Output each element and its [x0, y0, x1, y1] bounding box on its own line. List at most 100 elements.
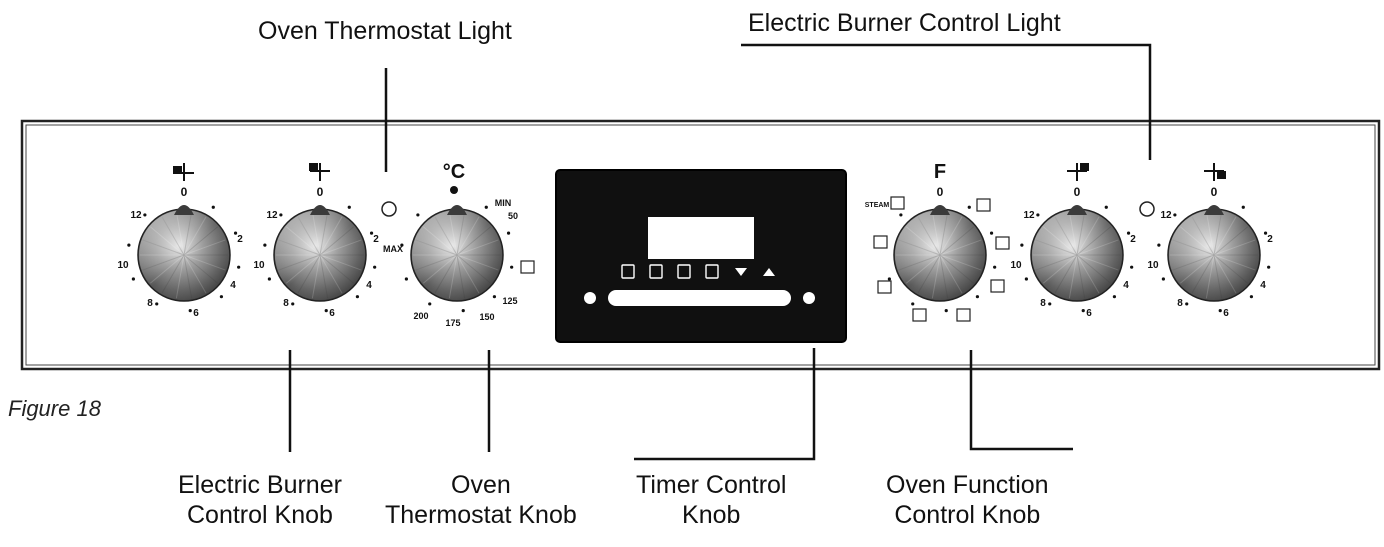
fan-grill-icon [912, 308, 927, 322]
burner-knob-4-pointer [1204, 205, 1224, 215]
k3-min: MIN [495, 198, 512, 208]
label-ebck-line1: Electric Burner [178, 471, 342, 499]
timer-manual-icon [705, 264, 719, 279]
label-tck-line2: Knob [682, 501, 741, 529]
burner-front-right-icon [1204, 163, 1226, 181]
k2-10: 10 [253, 260, 265, 271]
label-tck-line1: Timer Control [636, 471, 787, 499]
label-oven-thermostat-light-text: Oven Thermostat Light [258, 17, 512, 45]
burner-knob-2-pointer [310, 205, 330, 215]
burner-position-symbols [173, 163, 1226, 181]
thermostat-light-dot [450, 186, 458, 194]
k1-6: 6 [193, 308, 199, 319]
label-electric-burner-control-light: Electric Burner Control Light [748, 8, 1061, 38]
k6-4: 4 [1260, 280, 1266, 291]
burner-knob-4[interactable] [1157, 205, 1271, 313]
k1-12: 12 [130, 210, 142, 221]
k3-celsius: °C [443, 161, 465, 183]
k2-6: 6 [329, 308, 335, 319]
top-bottom-heat-icon [995, 236, 1010, 250]
burner-knob-1-pointer [174, 205, 194, 215]
burner-knob-3[interactable] [1020, 205, 1134, 313]
leader-electric-burner-control-light [741, 43, 1152, 160]
k5-4: 4 [1123, 280, 1129, 291]
k3-125: 125 [502, 296, 517, 306]
oven-function-knob-pointer [930, 205, 950, 215]
k3-175: 175 [445, 318, 460, 328]
k2-zero: 0 [317, 185, 324, 199]
knobs-layer [127, 205, 1271, 313]
k6-10: 10 [1147, 260, 1159, 271]
k4-zero: 0 [937, 185, 944, 199]
k5-2: 2 [1130, 234, 1136, 245]
timer-end-icon [677, 264, 691, 279]
fan-icon [990, 279, 1005, 293]
k1-8: 8 [147, 298, 153, 309]
burner-rear-left-icon [309, 163, 330, 181]
timer-control-panel [555, 169, 847, 343]
k6-8: 8 [1177, 298, 1183, 309]
control-panel-frame [20, 119, 1381, 371]
oven-thermostat-knob[interactable] [400, 205, 514, 313]
k3-150: 150 [479, 312, 494, 322]
k6-zero: 0 [1211, 185, 1218, 199]
timer-down-arrow-icon [735, 268, 747, 276]
k1-10: 10 [117, 260, 129, 271]
oven-thermostat-knob-pointer [447, 205, 467, 215]
fan-bake-icon [956, 308, 971, 322]
k2-2: 2 [373, 234, 379, 245]
k4-f: F [934, 161, 946, 183]
k6-2: 2 [1267, 234, 1273, 245]
label-oven-thermostat-light: Oven Thermostat Light [258, 16, 512, 46]
knob-scale-labels: 0 12 2 10 4 8 6 0 12 2 10 4 8 6 °C MIN 5… [117, 161, 1273, 328]
label-ebck-line2: Control Knob [187, 501, 333, 529]
timer-display-window [648, 217, 754, 259]
burner-knob-3-pointer [1067, 205, 1087, 215]
timer-duration-icon [649, 264, 663, 279]
k4-steam: STEAM [865, 202, 890, 209]
k1-4: 4 [230, 280, 236, 291]
electric-burner-control-light [1139, 201, 1155, 217]
k6-12: 12 [1160, 210, 1172, 221]
leader-oven-function-control-knob [969, 350, 1073, 451]
timer-up-arrow-icon [763, 268, 775, 276]
label-ofck-line1: Oven Function [886, 471, 1049, 499]
label-electric-burner-control-knob: Electric Burner Control Knob [178, 470, 342, 530]
figure-caption: Figure 18 [8, 396, 101, 421]
leader-lines [288, 43, 1152, 461]
label-oven-thermostat-knob: Oven Thermostat Knob [385, 470, 577, 530]
k2-4: 4 [366, 280, 372, 291]
thermostat-fan-icon [520, 260, 535, 274]
k3-max: MAX [383, 244, 403, 254]
label-electric-burner-control-light-text: Electric Burner Control Light [748, 9, 1061, 37]
oven-thermostat-light [381, 201, 397, 217]
k3-50: 50 [508, 211, 518, 221]
k5-8: 8 [1040, 298, 1046, 309]
k5-12: 12 [1023, 210, 1035, 221]
label-otk-line1: Oven [451, 471, 511, 499]
grill-icon [877, 280, 892, 294]
steam-mode-icon [890, 196, 905, 210]
light-icon [976, 198, 991, 212]
label-timer-control-knob: Timer Control Knob [636, 470, 787, 530]
timer-right-indicator [803, 292, 815, 304]
control-panel-inner-frame [25, 124, 1376, 366]
timer-left-indicator [584, 292, 596, 304]
timer-bell-icon [621, 264, 635, 279]
bottom-heat-icon [873, 235, 888, 249]
burner-front-left-icon [173, 163, 194, 181]
k3-200: 200 [413, 311, 428, 321]
leader-timer-control-knob [634, 348, 816, 461]
k1-2: 2 [237, 234, 243, 245]
burner-rear-right-icon [1067, 163, 1089, 181]
label-oven-function-control-knob: Oven Function Control Knob [886, 470, 1049, 530]
k1-zero: 0 [181, 185, 188, 199]
k6-6: 6 [1223, 308, 1229, 319]
oven-function-knob[interactable] [883, 205, 997, 313]
timer-control-bar [608, 290, 791, 306]
burner-knob-2[interactable] [263, 205, 377, 313]
burner-knob-1[interactable] [127, 205, 241, 313]
k2-12: 12 [266, 210, 278, 221]
